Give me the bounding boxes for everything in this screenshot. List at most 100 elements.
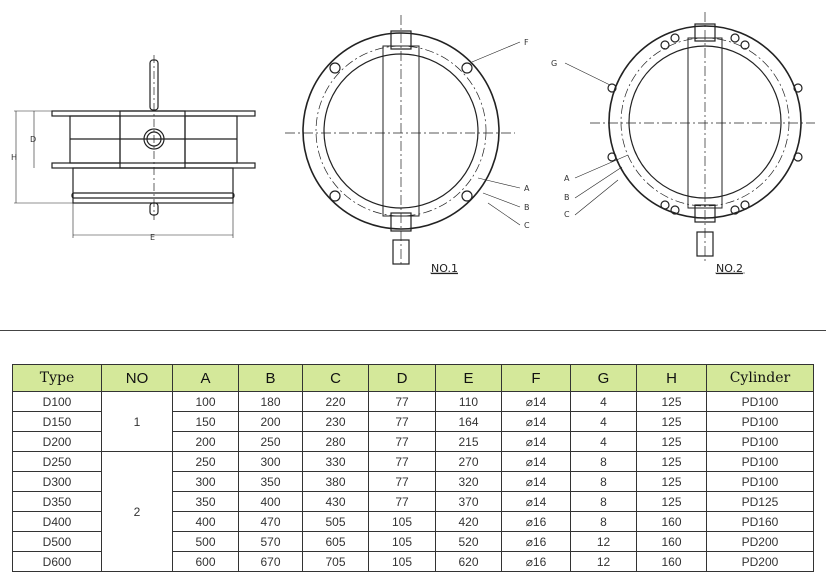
column-header: Cylinder — [706, 364, 814, 392]
label-f: F — [524, 38, 529, 47]
table-cell: ⌀16 — [501, 511, 571, 532]
table-cell: 77 — [368, 391, 436, 412]
table-cell: 77 — [368, 431, 436, 452]
label-c: C — [524, 221, 530, 230]
label-d: D — [30, 135, 36, 144]
table-cell: 164 — [435, 411, 502, 432]
table-cell: D150 — [12, 411, 102, 432]
table-cell: 105 — [368, 531, 436, 552]
table-cell: ⌀14 — [501, 471, 571, 492]
table-cell: 125 — [636, 431, 707, 452]
table-cell: 605 — [302, 531, 369, 552]
table-cell: ⌀14 — [501, 411, 571, 432]
table-cell: 160 — [636, 511, 707, 532]
table-cell: PD100 — [706, 391, 814, 412]
table-cell-no: 2 — [101, 451, 173, 572]
table-cell: 270 — [435, 451, 502, 472]
table-cell: 230 — [302, 411, 369, 432]
technical-drawing: D H E F A B C NO.1 G — [11, 12, 815, 275]
table-cell: 12 — [570, 551, 637, 572]
table-cell: 250 — [238, 431, 303, 452]
table-cell: PD125 — [706, 491, 814, 512]
table-cell: D500 — [12, 531, 102, 552]
table-cell: 105 — [368, 551, 436, 572]
table-cell: 150 — [172, 411, 239, 432]
table-cell: 4 — [570, 411, 637, 432]
table-cell: 570 — [238, 531, 303, 552]
table-cell: ⌀16 — [501, 551, 571, 572]
table-cell: ⌀16 — [501, 531, 571, 552]
table-cell: ⌀14 — [501, 451, 571, 472]
table-cell: 350 — [172, 491, 239, 512]
table-cell: 600 — [172, 551, 239, 572]
table-cell: 300 — [238, 451, 303, 472]
table-cell: D600 — [12, 551, 102, 572]
label-a2: A — [564, 174, 570, 183]
table-cell: 505 — [302, 511, 369, 532]
table-cell: 520 — [435, 531, 502, 552]
column-header: C — [302, 364, 369, 392]
label-h: H — [11, 153, 17, 162]
divider — [0, 330, 826, 331]
table-cell: 125 — [636, 491, 707, 512]
label-e: E — [150, 233, 155, 242]
table-cell: 200 — [238, 411, 303, 432]
table-cell: 420 — [435, 511, 502, 532]
table-cell: 705 — [302, 551, 369, 572]
table-cell: 280 — [302, 431, 369, 452]
table-cell: 220 — [302, 391, 369, 412]
table-cell: 77 — [368, 451, 436, 472]
table-cell: ⌀14 — [501, 491, 571, 512]
table-cell: 77 — [368, 491, 436, 512]
table-cell: 470 — [238, 511, 303, 532]
table-cell: 160 — [636, 531, 707, 552]
table-cell: PD200 — [706, 531, 814, 552]
table-cell: 330 — [302, 451, 369, 472]
table-cell: D300 — [12, 471, 102, 492]
table-cell: ⌀14 — [501, 391, 571, 412]
table-cell: PD200 — [706, 551, 814, 572]
table-cell: 8 — [570, 491, 637, 512]
table-cell: 100 — [172, 391, 239, 412]
column-header: G — [570, 364, 637, 392]
table-cell: ⌀14 — [501, 431, 571, 452]
no1-title: NO.1 — [431, 262, 458, 275]
column-header: B — [238, 364, 303, 392]
table-cell: 215 — [435, 431, 502, 452]
table-cell: 350 — [238, 471, 303, 492]
table-cell: 125 — [636, 451, 707, 472]
table-cell: PD100 — [706, 451, 814, 472]
table-cell: 380 — [302, 471, 369, 492]
table-cell: 200 — [172, 431, 239, 452]
table-cell: 430 — [302, 491, 369, 512]
side-view — [14, 55, 256, 238]
column-header: D — [368, 364, 436, 392]
table-cell: 160 — [636, 551, 707, 572]
table-cell: D350 — [12, 491, 102, 512]
column-header: H — [636, 364, 707, 392]
table-cell: 320 — [435, 471, 502, 492]
label-b: B — [524, 203, 530, 212]
front-view-no2 — [564, 12, 815, 274]
table-cell: 105 — [368, 511, 436, 532]
table-cell: 4 — [570, 391, 637, 412]
table-cell-no: 1 — [101, 391, 173, 452]
table-cell: 400 — [238, 491, 303, 512]
table-cell: 77 — [368, 411, 436, 432]
table-cell: 8 — [570, 451, 637, 472]
label-c2: C — [564, 210, 570, 219]
label-b2: B — [564, 193, 570, 202]
label-g: G — [551, 59, 557, 68]
label-a: A — [524, 184, 530, 193]
column-header: A — [172, 364, 239, 392]
table-cell: 125 — [636, 471, 707, 492]
table-cell: 8 — [570, 511, 637, 532]
table-cell: 400 — [172, 511, 239, 532]
